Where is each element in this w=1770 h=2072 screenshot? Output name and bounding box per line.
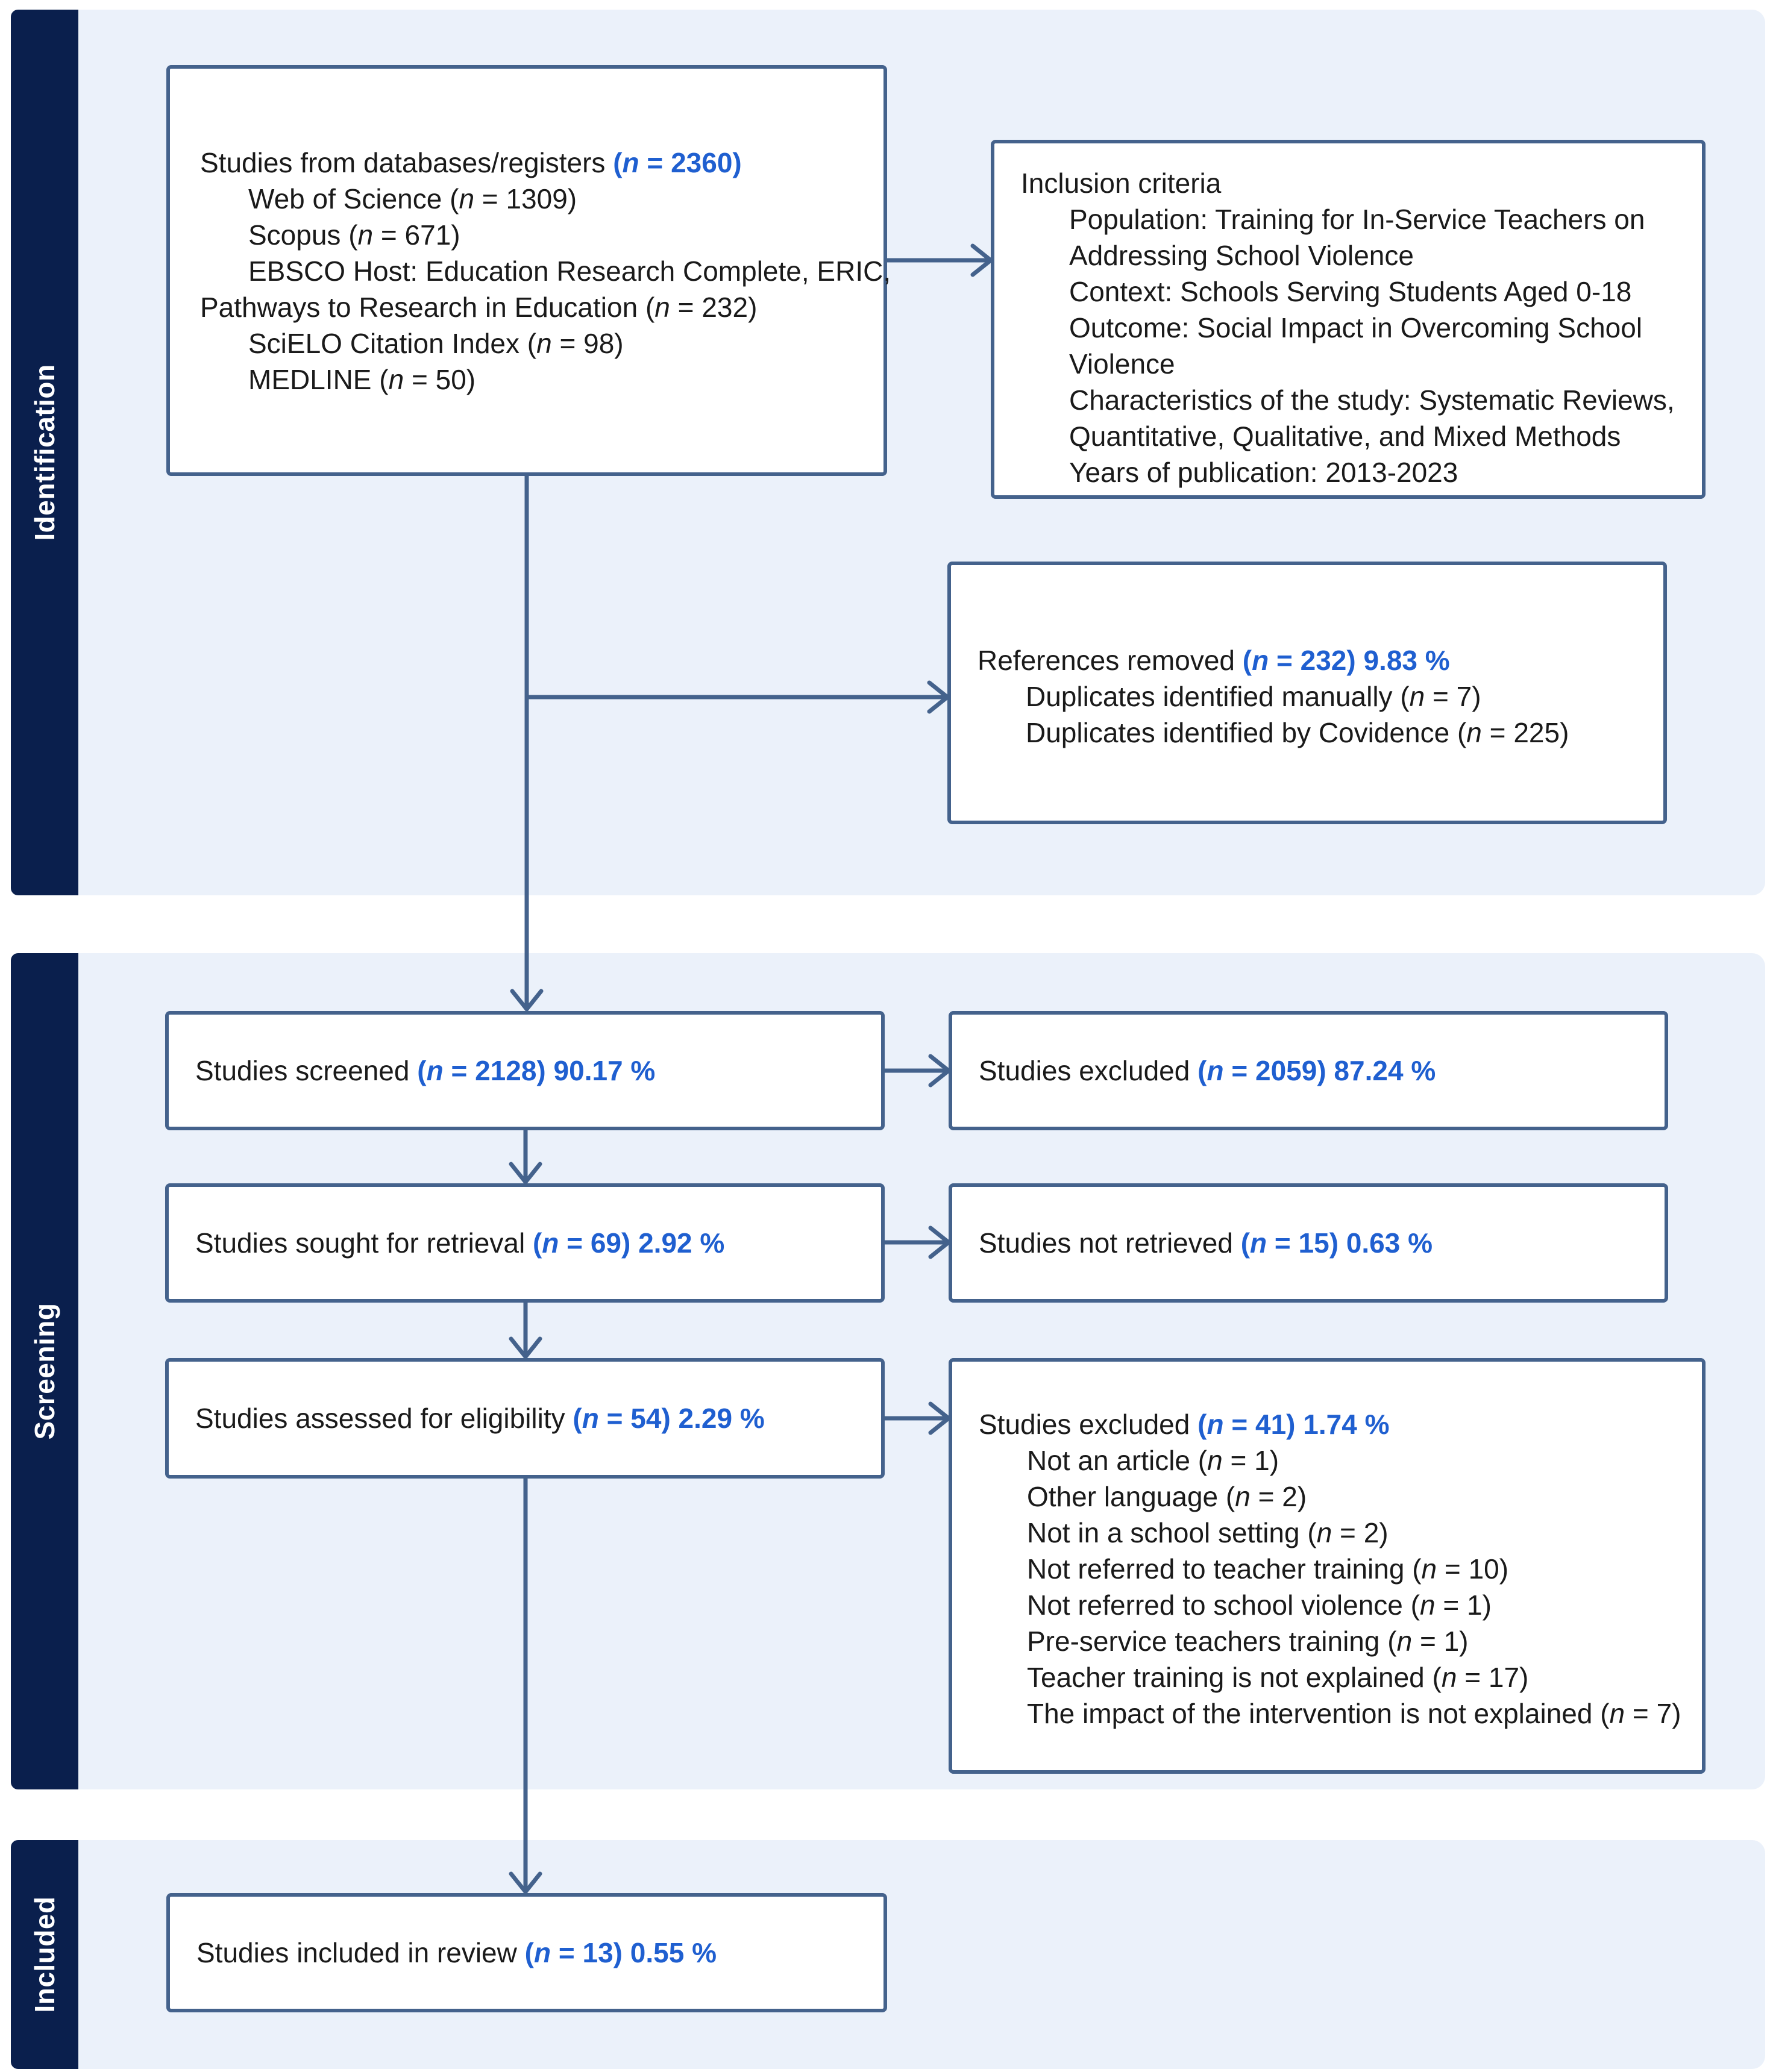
studies-excluded-box: Studies excluded (n = 2059) 87.24 % <box>949 1011 1668 1130</box>
databases-count: (n = 2360) <box>613 147 742 178</box>
inclusion-criteria-box: Inclusion criteria Population: Training … <box>991 140 1706 499</box>
removed-item: Duplicates identified by Covidence (n = … <box>1026 717 1569 748</box>
db-item: Scopus (n = 671) <box>248 219 460 251</box>
not-retrieved-text: Studies not retrieved (n = 15) 0.63 % <box>979 1227 1433 1259</box>
exclusion-reason: Teacher training is not explained (n = 1… <box>1027 1662 1529 1693</box>
studies-excluded-reasons-box: Studies excluded (n = 41) 1.74 % Not an … <box>949 1358 1706 1774</box>
arrowhead-screened <box>510 989 544 1012</box>
arrowhead-sought <box>509 1162 542 1185</box>
excluded2-title: Studies excluded (n = 41) 1.74 % <box>979 1409 1390 1440</box>
exclusion-reason: Not referred to school violence (n = 1) <box>1027 1589 1492 1621</box>
removed-count: (n = 232) 9.83 % <box>1242 645 1450 676</box>
exclusion-reason: Pre-service teachers training (n = 1) <box>1027 1626 1469 1657</box>
included-count: (n = 13) 0.55 % <box>524 1937 717 1968</box>
studies-included-box: Studies included in review (n = 13) 0.55… <box>166 1893 887 2012</box>
exclusion-reason: Other language (n = 2) <box>1027 1481 1307 1512</box>
removed-item: Duplicates identified manually (n = 7) <box>1026 681 1481 712</box>
inclusion-line: Outcome: Social Impact in Overcoming Sch… <box>1069 312 1643 343</box>
screened-text: Studies screened (n = 2128) 90.17 % <box>195 1055 656 1086</box>
screening-label: Screening <box>11 953 78 1789</box>
excluded1-text: Studies excluded (n = 2059) 87.24 % <box>979 1055 1436 1086</box>
inclusion-line: Context: Schools Serving Students Aged 0… <box>1069 276 1632 307</box>
db-item: SciELO Citation Index (n = 98) <box>248 328 624 359</box>
included-label: Included <box>11 1840 78 2069</box>
exclusion-reason: The impact of the intervention is not ex… <box>1027 1698 1681 1729</box>
studies-sought-box: Studies sought for retrieval (n = 69) 2.… <box>165 1183 885 1303</box>
db-item: Pathways to Research in Education (n = 2… <box>200 292 758 323</box>
inclusion-line: Characteristics of the study: Systematic… <box>1069 384 1675 416</box>
db-item: MEDLINE (n = 50) <box>248 364 476 395</box>
not-retrieved-count: (n = 15) 0.63 % <box>1240 1227 1433 1259</box>
exclusion-reason: Not in a school setting (n = 2) <box>1027 1517 1389 1548</box>
inclusion-line: Addressing School Violence <box>1069 240 1414 271</box>
assessed-count: (n = 54) 2.29 % <box>573 1403 765 1434</box>
studies-not-retrieved-box: Studies not retrieved (n = 15) 0.63 % <box>949 1183 1668 1303</box>
assessed-text: Studies assessed for eligibility (n = 54… <box>195 1403 765 1434</box>
db-item: Web of Science (n = 1309) <box>248 183 577 214</box>
references-removed-box: References removed (n = 232) 9.83 % Dupl… <box>947 562 1667 824</box>
databases-box: Studies from databases/registers (n = 23… <box>166 65 891 476</box>
screened-count: (n = 2128) 90.17 % <box>417 1055 656 1086</box>
included-text: Studies included in review (n = 13) 0.55… <box>196 1937 717 1968</box>
excluded1-count: (n = 2059) 87.24 % <box>1197 1055 1436 1086</box>
db-item: EBSCO Host: Education Research Complete,… <box>248 255 891 287</box>
removed-title: References removed (n = 232) 9.83 % <box>978 645 1450 676</box>
arrowhead-included <box>509 1871 542 1894</box>
databases-title: Studies from databases/registers (n = 23… <box>200 147 742 178</box>
sought-text: Studies sought for retrieval (n = 69) 2.… <box>195 1227 725 1259</box>
inclusion-line: Quantitative, Qualitative, and Mixed Met… <box>1069 421 1621 452</box>
identification-label: Identification <box>11 10 78 895</box>
studies-assessed-box: Studies assessed for eligibility (n = 54… <box>165 1358 885 1479</box>
exclusion-reason: Not an article (n = 1) <box>1027 1445 1279 1476</box>
inclusion-title: Inclusion criteria <box>1021 167 1222 199</box>
inclusion-line: Years of publication: 2013-2023 <box>1069 457 1458 488</box>
studies-screened-box: Studies screened (n = 2128) 90.17 % <box>165 1011 885 1130</box>
exclusion-reason: Not referred to teacher training (n = 10… <box>1027 1553 1509 1585</box>
inclusion-line: Violence <box>1069 348 1175 380</box>
excluded2-count: (n = 41) 1.74 % <box>1197 1409 1390 1440</box>
sought-count: (n = 69) 2.92 % <box>532 1227 725 1259</box>
inclusion-line: Population: Training for In-Service Teac… <box>1069 204 1645 235</box>
arrowhead-assessed <box>509 1336 542 1359</box>
